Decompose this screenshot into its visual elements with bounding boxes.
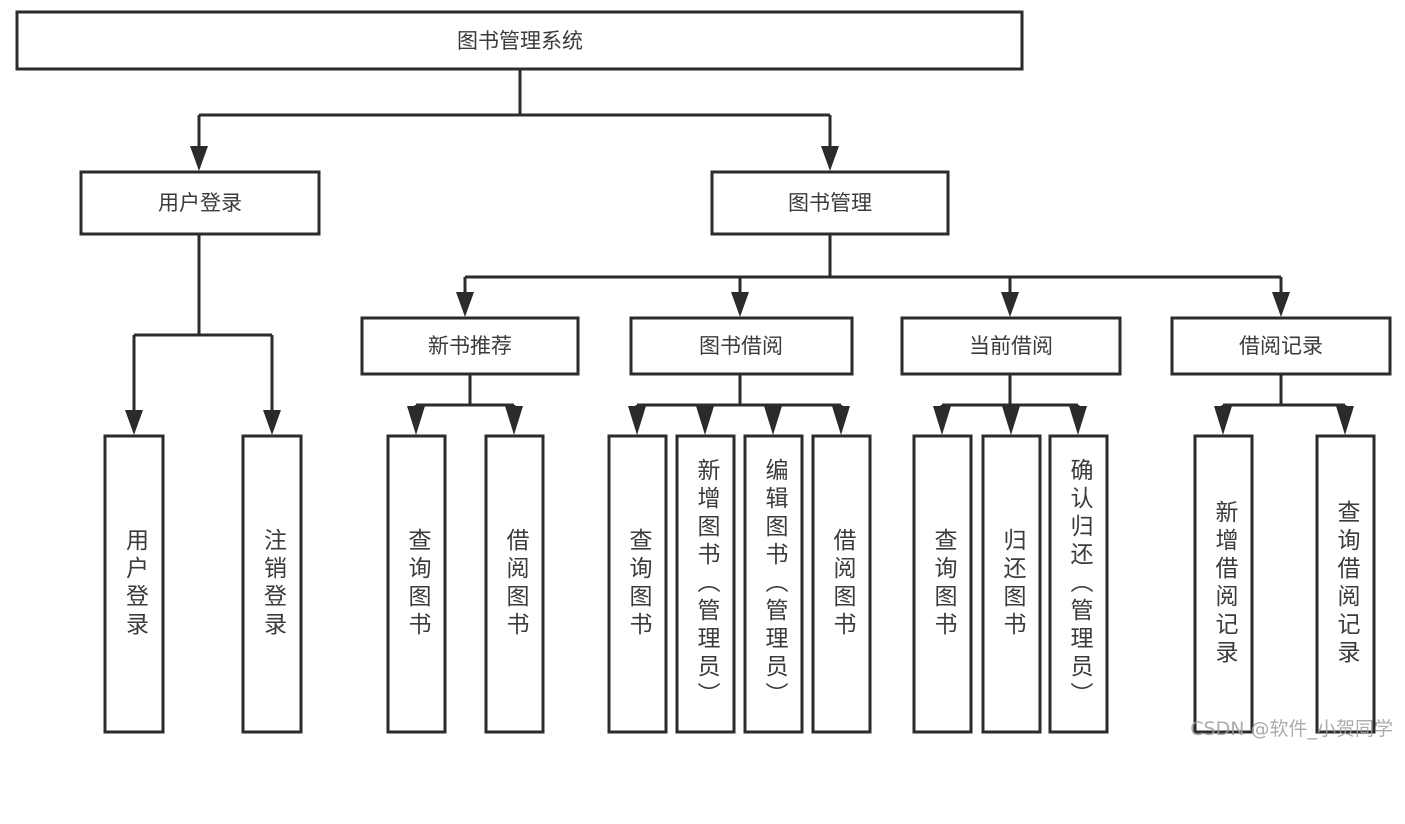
node-book-manage-label: 图书管理: [788, 191, 872, 215]
leaf-query-book-rec-rect[interactable]: [386, 434, 447, 734]
arrow-user-login-leaf1: [125, 410, 143, 435]
leaf-return-book-rect[interactable]: [981, 434, 1042, 734]
arrow-to-book-manage: [821, 146, 839, 171]
arrow-new-book-rec-leaf1: [407, 406, 425, 435]
leaf-query-book-bb-rect[interactable]: [607, 434, 668, 734]
node-current-borrow-rect[interactable]: [900, 316, 1122, 376]
node-current-borrow[interactable]: 当前借阅: [900, 316, 1122, 376]
arrow-to-borrow-record: [1272, 292, 1290, 317]
watermark-text: CSDN @软件_小贺同学: [1190, 718, 1393, 740]
node-borrow-record[interactable]: 借阅记录: [1170, 316, 1392, 376]
arrow-to-current-borrow: [1001, 292, 1019, 317]
arrow-new-book-rec-leaf2: [505, 406, 523, 435]
leaf-confirm-return-rect[interactable]: [1048, 434, 1109, 734]
node-book-manage[interactable]: 图书管理: [710, 170, 950, 236]
arrow-user-login-leaf2: [263, 410, 281, 435]
node-user-login[interactable]: 用户登录: [79, 170, 321, 236]
leaf-add-book-rect[interactable]: [675, 434, 736, 734]
leaf-logout-rect[interactable]: [241, 434, 303, 734]
arrow-current-borrow-leaf1: [933, 406, 951, 435]
arrow-to-user-login: [190, 146, 208, 171]
leaf-borrow-book-rec-rect[interactable]: [484, 434, 545, 734]
node-book-borrow[interactable]: 图书借阅: [629, 316, 854, 376]
arrow-to-new-book-rec: [456, 292, 474, 317]
leaf-edit-book-rect[interactable]: [743, 434, 804, 734]
flowchart-svg: 图书管理系统 用户登录 图书管理 新书推荐 图书借阅 当前: [15, 10, 1392, 734]
node-book-borrow-rect[interactable]: [629, 316, 854, 376]
node-user-login-rect[interactable]: [79, 170, 321, 236]
node-book-manage-rect[interactable]: [710, 170, 950, 236]
leaf-add-record-rect[interactable]: [1193, 434, 1254, 734]
node-layer: 图书管理系统 用户登录 图书管理 新书推荐 图书借阅 当前: [15, 10, 1392, 734]
node-root-rect[interactable]: [15, 10, 1024, 71]
node-book-borrow-label: 图书借阅: [699, 334, 783, 358]
arrow-book-borrow-leaf2: [696, 406, 714, 435]
node-borrow-record-rect[interactable]: [1170, 316, 1392, 376]
leaf-node-layer: [103, 434, 1376, 734]
leaf-query-record-rect[interactable]: [1315, 434, 1376, 734]
connector-layer: [125, 69, 1354, 435]
diagram-canvas: 图书管理系统 用户登录 图书管理 新书推荐 图书借阅 当前: [15, 10, 1393, 740]
node-new-book-rec-rect[interactable]: [360, 316, 580, 376]
node-new-book-rec-label: 新书推荐: [428, 334, 512, 358]
arrow-current-borrow-leaf3: [1069, 406, 1087, 435]
arrow-borrow-record-leaf2: [1336, 406, 1354, 435]
leaf-query-book-cb-rect[interactable]: [912, 434, 973, 734]
arrow-to-book-borrow: [731, 292, 749, 317]
node-root[interactable]: 图书管理系统: [15, 10, 1024, 71]
node-new-book-rec[interactable]: 新书推荐: [360, 316, 580, 376]
node-root-label: 图书管理系统: [457, 29, 583, 53]
leaf-user-login-rect[interactable]: [103, 434, 165, 734]
leaf-borrow-book-bb-rect[interactable]: [811, 434, 872, 734]
node-borrow-record-label: 借阅记录: [1239, 334, 1323, 358]
node-current-borrow-label: 当前借阅: [969, 334, 1053, 358]
arrow-current-borrow-leaf2: [1002, 406, 1020, 435]
arrow-book-borrow-leaf4: [832, 406, 850, 435]
arrow-borrow-record-leaf1: [1214, 406, 1232, 435]
node-user-login-label: 用户登录: [158, 191, 242, 215]
arrow-book-borrow-leaf3: [764, 406, 782, 435]
arrow-book-borrow-leaf1: [628, 406, 646, 435]
